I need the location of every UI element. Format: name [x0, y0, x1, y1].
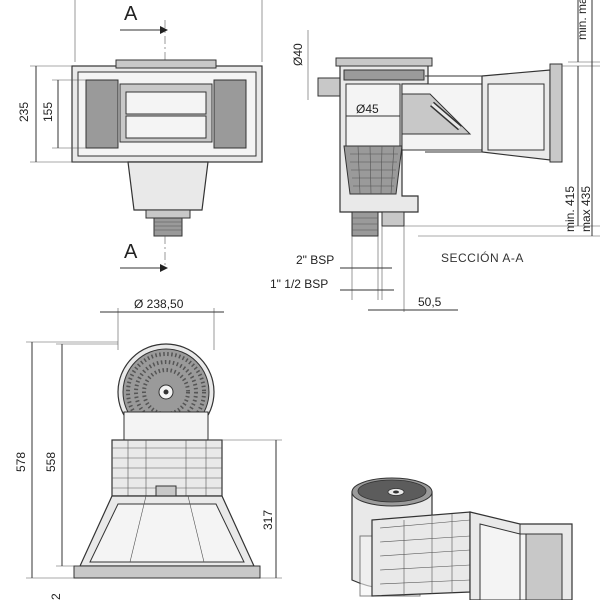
section-mark-top: A [124, 3, 138, 25]
front-body [127, 161, 209, 211]
front-thread [153, 217, 183, 237]
dim-pipe-diameter: Ø40 [291, 43, 305, 66]
section-view: Ø40 Ø45 [270, 0, 600, 312]
dim-578: 578 [14, 452, 28, 472]
top-flange [73, 565, 261, 579]
dim-inner-diameter: Ø45 [356, 102, 379, 116]
dim-558: 558 [44, 452, 58, 472]
top-view: Ø 238,50 [14, 297, 282, 600]
outlet-1-5bsp [381, 211, 405, 227]
dim-thread-small: 1" 1/2 BSP [270, 277, 328, 291]
dim-thread-large: 2" BSP [296, 253, 334, 267]
dim-range-top: min. max. [575, 0, 589, 40]
front-view: A A 235 155 [17, 0, 263, 272]
isometric-view [351, 477, 573, 600]
dim-range-max: max 435 [579, 186, 593, 232]
section-mark-bottom: A [124, 241, 138, 263]
dim-top-diameter: Ø 238,50 [134, 297, 184, 311]
dim-235: 235 [17, 102, 31, 122]
front-panel-right [213, 79, 247, 149]
dim-edge: 2 [49, 593, 63, 600]
dim-317: 317 [261, 510, 275, 530]
front-panel-left [85, 79, 119, 149]
side-inlet-pipe [317, 77, 341, 97]
section-title: SECCIÓN A-A [441, 250, 524, 265]
dim-155: 155 [41, 102, 55, 122]
dim-range-min: min. 415 [563, 186, 577, 232]
dim-offset: 50,5 [418, 295, 442, 309]
